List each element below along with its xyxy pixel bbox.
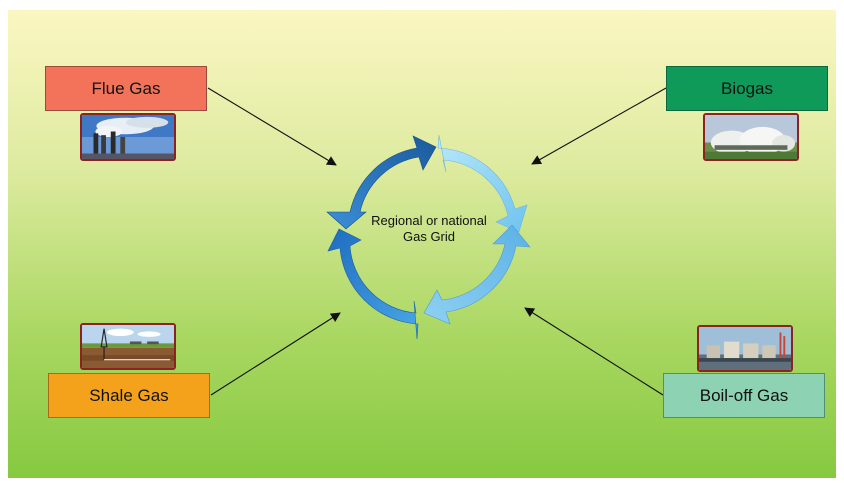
center-label: Regional or national Gas Grid [371,213,487,244]
arrow-boiloff-to-grid [524,307,664,396]
lng-terminal-photo [697,325,793,372]
flue-gas-box: Flue Gas [45,66,207,111]
cycle-arrow-bottom-left [327,228,419,340]
smokestack-photo [80,113,176,161]
cycle-arrow-top-right [437,134,528,233]
shale-well-photo [80,323,176,370]
boil-off-gas-box: Boil-off Gas [663,373,825,418]
biogas-plant-photo [703,113,799,161]
arrow-flue-to-grid [207,87,337,166]
shale-gas-box: Shale Gas [48,373,210,418]
connector-arrows [207,87,667,396]
biogas-box: Biogas [666,66,828,111]
arrow-shale-to-grid [210,312,341,396]
cycle-arrow-top-left [326,135,437,230]
cycle-arrows [326,134,531,340]
arrow-biogas-to-grid [531,87,667,165]
cycle-arrow-bottom-right [423,224,531,325]
